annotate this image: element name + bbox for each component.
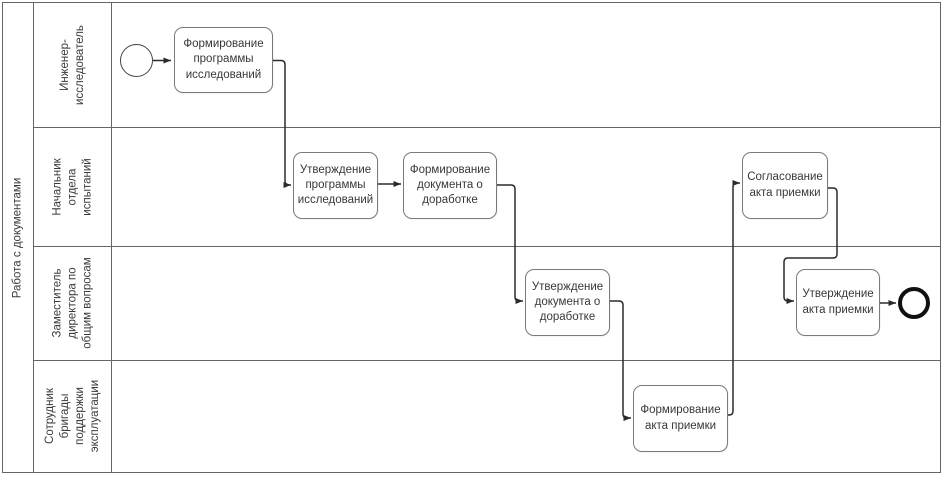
pool-work-with-documents: Работа с документами Инженер- исследоват… [2, 2, 941, 473]
lane-deputy-director-general-affairs: Заместитель директора по общим вопросам [34, 246, 940, 361]
lane-title-cell: Заместитель директора по общим вопросам [34, 246, 112, 360]
lane-test-department-head: Начальник отдела испытаний [34, 127, 940, 247]
sequence-flow-2 [273, 59, 291, 188]
lane-title-cell: Инженер- исследователь [34, 3, 112, 127]
sequence-flow-5 [610, 300, 631, 421]
pool-title-column: Работа с документами [3, 3, 34, 472]
sequence-flow-6 [728, 180, 740, 416]
lanes-container: Инженер- исследователь Начальник отдела … [34, 3, 940, 472]
lane-title-cell: Сотрудник бригады поддержки эксплуатации [34, 360, 112, 472]
lane-title-cell: Начальник отдела испытаний [34, 127, 112, 246]
lane-operation-support-team-member: Сотрудник бригады поддержки эксплуатации [34, 360, 940, 472]
sequence-flow-7 [783, 187, 838, 304]
lane-engineer-researcher: Инженер- исследователь [34, 3, 940, 128]
sequence-flow-4 [497, 184, 523, 304]
